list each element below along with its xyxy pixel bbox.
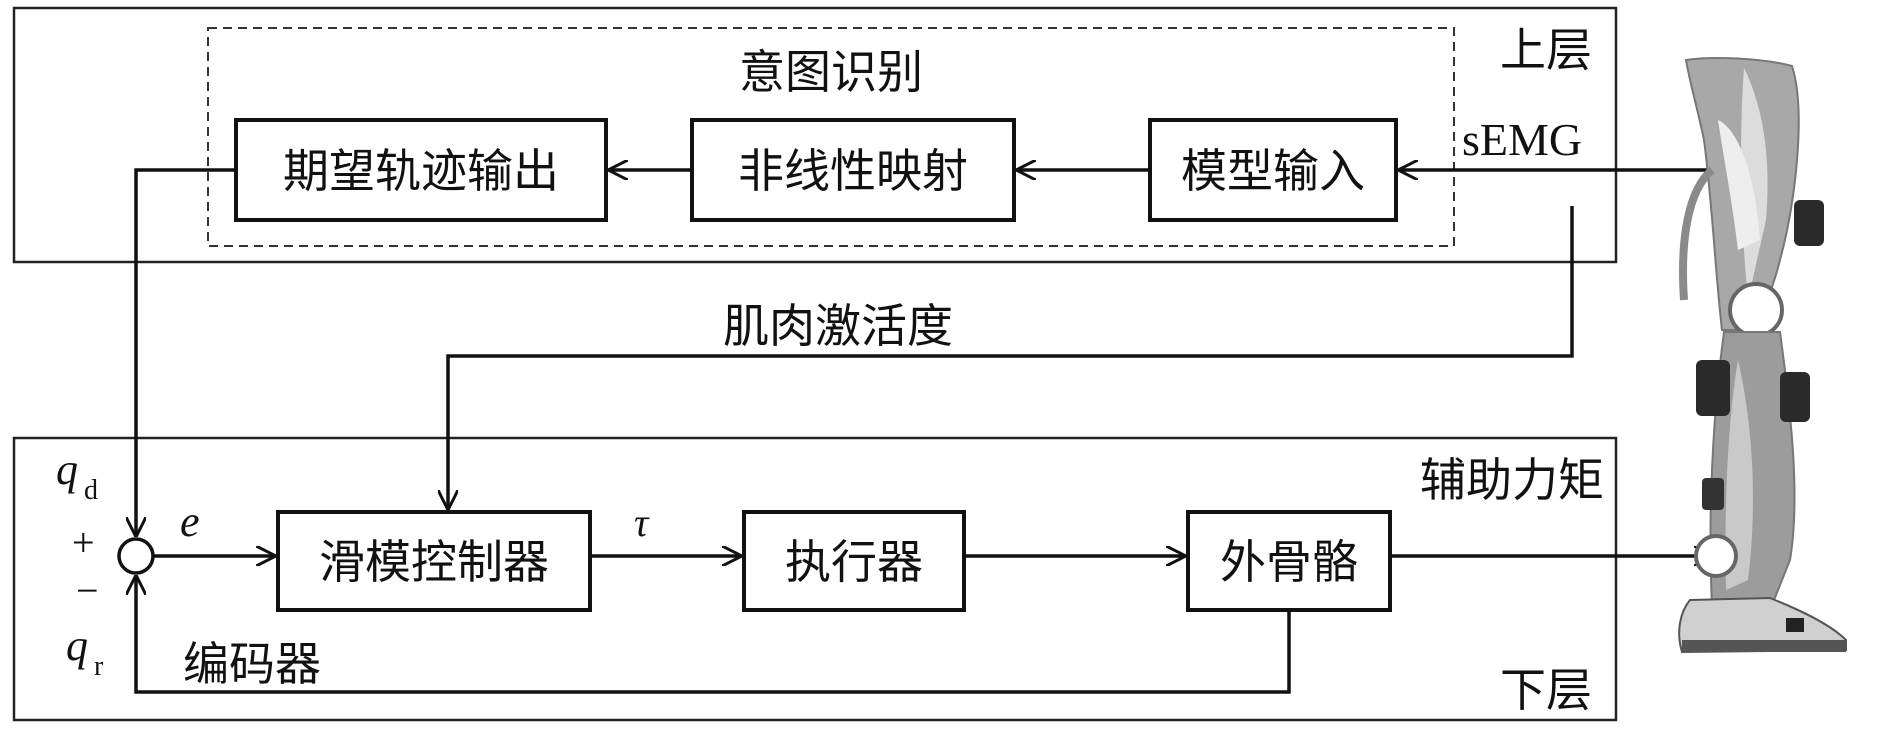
qr-symbol: q (66, 621, 88, 670)
sliding-mode-controller-label: 滑模控制器 (319, 535, 549, 589)
exoskeleton-label: 外骨骼 (1220, 535, 1358, 589)
encoder-feedback-arrow (136, 577, 1291, 694)
sliding-mode-controller-block: 滑模控制器 (276, 510, 592, 612)
actuator-label: 执行器 (785, 535, 923, 589)
qd-feed-arrow (136, 168, 236, 535)
desired-trajectory-block: 期望轨迹输出 (234, 118, 608, 222)
summing-junction (117, 537, 155, 575)
encoder-label: 编码器 (183, 637, 321, 691)
plus-sign: + (72, 520, 95, 565)
model-input-block: 模型输入 (1148, 118, 1398, 222)
exoskeleton-leg-illustration (1678, 57, 1847, 654)
actuator-block: 执行器 (742, 510, 966, 612)
exoskeleton-block: 外骨骼 (1186, 510, 1392, 612)
muscle-activation-arrow (448, 206, 1574, 508)
nonlinear-mapping-label: 非线性映射 (738, 144, 968, 198)
minus-sign: − (76, 568, 99, 613)
nonlinear-mapping-block: 非线性映射 (690, 118, 1016, 222)
assist-torque-label: 辅助力矩 (1420, 453, 1604, 507)
model-input-label: 模型输入 (1181, 144, 1365, 198)
semg-label: sEMG (1462, 114, 1582, 165)
muscle-activation-label: 肌肉激活度 (723, 299, 953, 353)
qr-subscript: r (94, 651, 104, 682)
upper-layer-frame (12, 6, 1618, 264)
qd-subscript: d (84, 475, 98, 506)
desired-trajectory-label: 期望轨迹输出 (283, 144, 559, 198)
connector-lines (136, 168, 1726, 694)
upper-layer-label: 上层 (1500, 23, 1592, 77)
lower-layer-label: 下层 (1500, 663, 1592, 717)
intent-recognition-dashed-box (207, 27, 1455, 247)
lower-layer-frame (12, 436, 1618, 722)
torque-symbol: τ (634, 500, 650, 545)
qd-symbol: q (56, 445, 78, 494)
error-symbol: e (180, 497, 200, 546)
intent-recognition-title: 意图识别 (739, 45, 923, 99)
